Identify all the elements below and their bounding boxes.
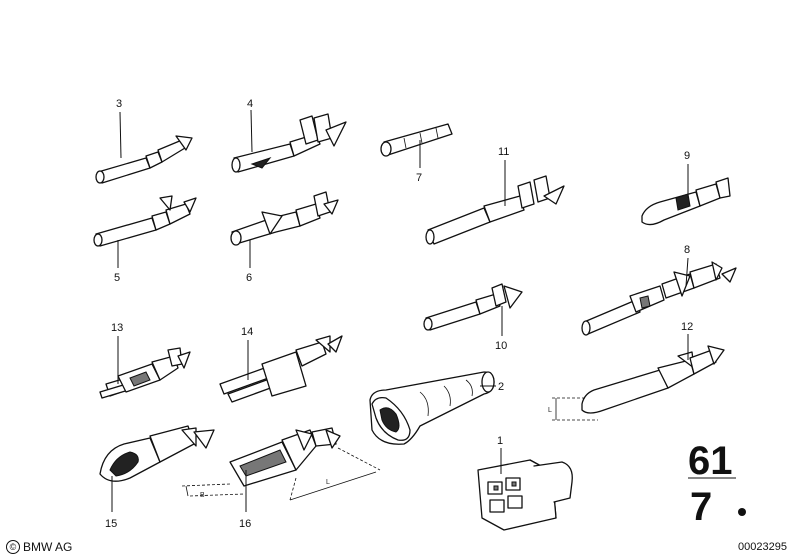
callout-9: 9 [684,150,690,162]
callout-4: 4 [247,98,253,110]
dimension-l-label: L [326,479,330,486]
callout-6: 6 [246,272,252,284]
callout-5: 5 [114,272,120,284]
callout-11: 11 [498,146,509,158]
callout-8: 8 [684,244,690,256]
part-9-insulated-pin[interactable] [641,177,731,226]
callout-16: 16 [239,518,251,530]
callout-2: 2 [498,381,504,393]
part-5-tube-terminal[interactable] [93,195,197,247]
group-mark-main: 61 [688,439,733,483]
leader-8 [685,257,689,287]
callout-1: 1 [497,435,503,447]
part-10-small-pin[interactable] [423,283,523,331]
leader-4 [250,109,253,153]
dimension-b: B [181,483,245,499]
callout-12: 12 [681,321,693,333]
part-16-flat-receptacle[interactable] [229,427,341,487]
copyright-text: BMW AG [23,540,73,554]
dimension-l2-label: L [548,407,552,414]
part-3-pin-terminal[interactable] [95,135,193,184]
callout-7: 7 [416,172,422,184]
dimension-l: L [289,447,381,501]
group-mark: 61 7 [688,439,746,529]
callout-14: 14 [241,326,253,338]
part-2-rubber-boot[interactable] [369,371,495,445]
part-12-sleeve-terminal[interactable] [581,345,725,414]
callout-15: 15 [105,518,117,530]
dimension-b-label: B [200,492,205,499]
diagram-reference-number: 00023295 [738,541,787,553]
part-1-connector-housing[interactable] [477,459,573,531]
callout-10: 10 [495,340,507,352]
part-14-boxed-blade[interactable] [219,335,343,403]
callout-13: 13 [111,322,123,334]
part-15-ring-terminal[interactable] [99,425,215,482]
dimension-l-sleeve: L [548,397,598,421]
part-8-collar-pin[interactable] [581,261,737,336]
callout-3: 3 [116,98,122,110]
group-mark-sub: 7 [690,485,712,529]
leader-3 [119,111,122,159]
part-13-flat-blade[interactable] [99,347,191,399]
group-mark-dot [738,508,746,516]
copyright-icon: © [6,540,20,554]
part-6-bulb-terminal[interactable] [230,191,339,246]
part-11-long-pin[interactable] [425,175,565,245]
copyright-notice: © BMW AG [6,540,72,554]
part-4-socket-terminal[interactable] [231,113,347,173]
part-7-round-pin[interactable] [380,123,453,157]
